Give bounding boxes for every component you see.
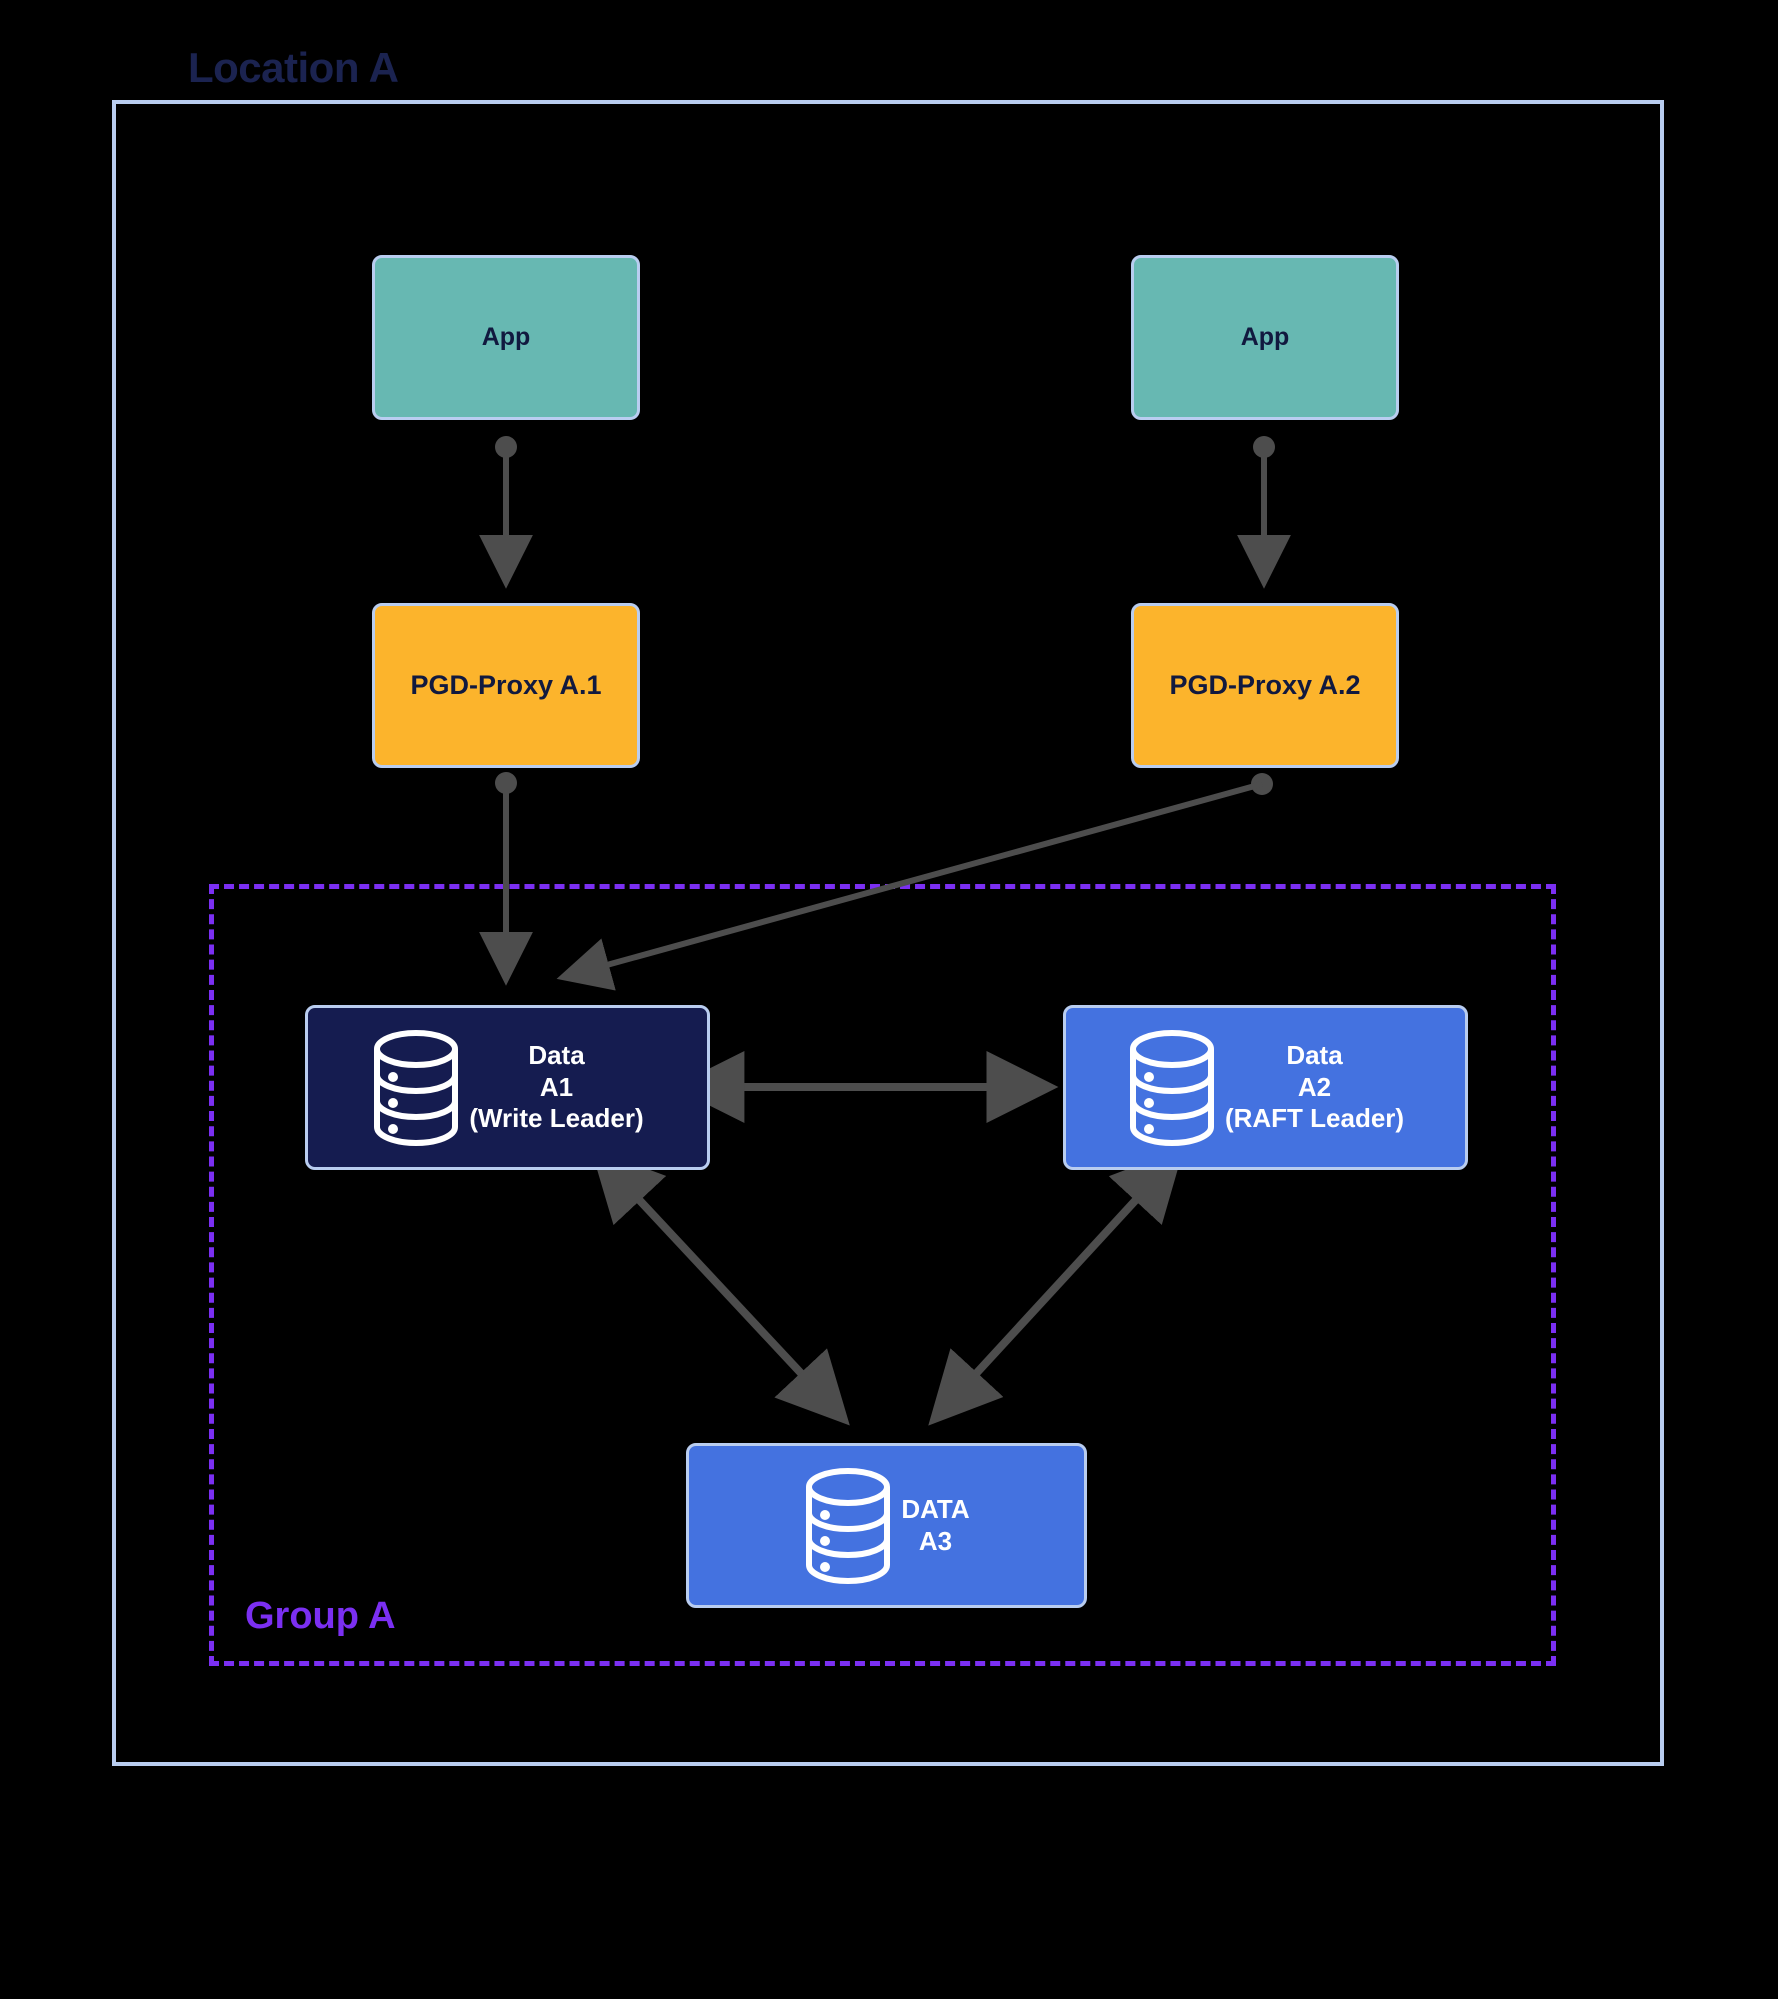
- database-icon: [1129, 1029, 1214, 1146]
- data-node-a2[interactable]: Data A2 (RAFT Leader): [1063, 1005, 1468, 1170]
- data-node-a3-label: DATA A3: [901, 1493, 970, 1556]
- data-node-a3[interactable]: DATA A3: [686, 1443, 1087, 1608]
- app-node-2[interactable]: App: [1131, 255, 1399, 420]
- app-node-2-label: App: [1240, 323, 1290, 351]
- database-icon: [374, 1029, 459, 1146]
- pgd-proxy-node-a2[interactable]: PGD-Proxy A.2: [1131, 603, 1399, 768]
- pgd-proxy-node-a1[interactable]: PGD-Proxy A.1: [372, 603, 640, 768]
- data-node-a1[interactable]: Data A1 (Write Leader): [305, 1005, 710, 1170]
- database-icon: [806, 1467, 891, 1584]
- data-node-a1-label: Data A1 (Write Leader): [469, 1039, 644, 1134]
- group-title: Group A: [245, 1595, 396, 1637]
- app-node-1[interactable]: App: [372, 255, 640, 420]
- pgd-proxy-node-a1-label: PGD-Proxy A.1: [410, 670, 602, 700]
- location-title: Location A: [178, 42, 413, 94]
- data-node-a2-label: Data A2 (RAFT Leader): [1224, 1039, 1405, 1134]
- pgd-proxy-node-a2-label: PGD-Proxy A.2: [1169, 670, 1361, 700]
- location-boundary: [112, 100, 1664, 1766]
- app-node-1-label: App: [481, 323, 531, 351]
